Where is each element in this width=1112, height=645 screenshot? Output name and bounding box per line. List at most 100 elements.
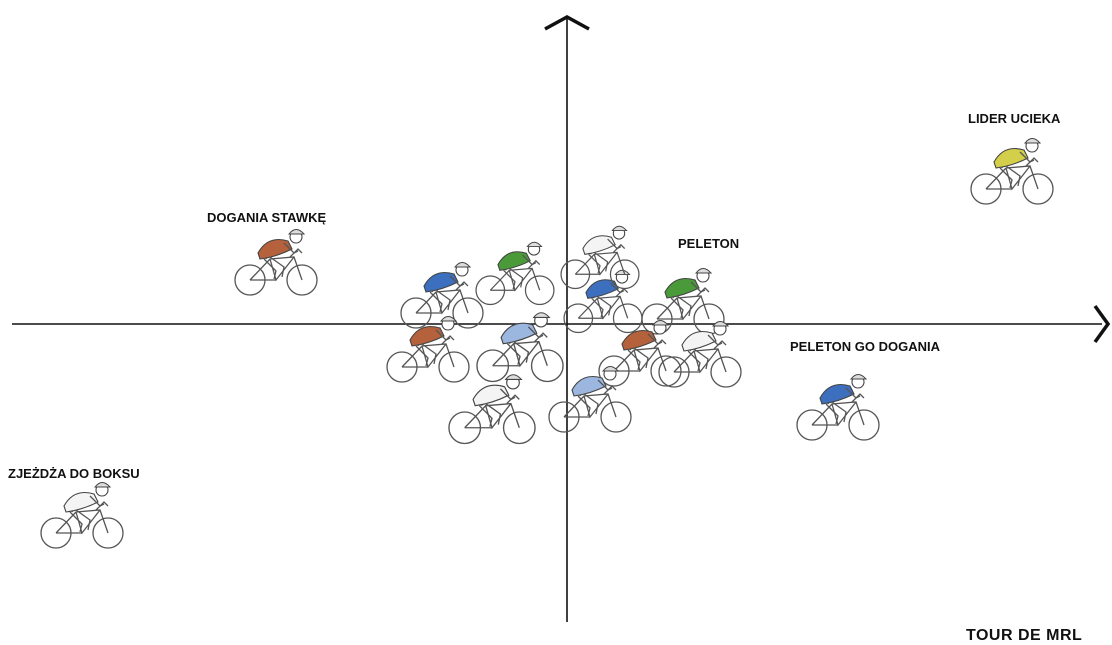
jersey bbox=[472, 384, 510, 407]
arm bbox=[845, 387, 861, 399]
front-wheel bbox=[650, 355, 682, 387]
jersey bbox=[500, 322, 538, 345]
label-pit: ZJEŻDŻA DO BOKSU bbox=[8, 466, 140, 481]
helmet bbox=[849, 374, 868, 380]
bike-frame bbox=[464, 402, 520, 430]
front-wheel bbox=[710, 356, 742, 388]
legs bbox=[825, 401, 847, 425]
front-wheel bbox=[1022, 173, 1054, 205]
cyclist-icon bbox=[448, 374, 536, 445]
jersey bbox=[257, 238, 293, 260]
legs bbox=[670, 295, 692, 319]
helmet bbox=[287, 229, 306, 235]
arm bbox=[89, 495, 105, 507]
cyclist-icon bbox=[548, 366, 632, 433]
bike-frame bbox=[574, 251, 626, 276]
legs bbox=[415, 343, 437, 367]
jersey bbox=[63, 491, 99, 513]
jersey bbox=[497, 251, 531, 271]
jersey bbox=[621, 329, 657, 351]
helmet bbox=[504, 374, 523, 380]
arm bbox=[527, 326, 544, 339]
front-wheel bbox=[286, 264, 318, 296]
arm bbox=[707, 334, 723, 346]
legs bbox=[429, 289, 451, 313]
legs bbox=[69, 509, 91, 533]
bike-frame bbox=[673, 348, 727, 374]
arm bbox=[499, 388, 516, 401]
bike-frame bbox=[656, 295, 710, 321]
helmet bbox=[601, 366, 620, 372]
bike-frame bbox=[249, 256, 303, 282]
jersey bbox=[681, 330, 717, 352]
bike-frame bbox=[415, 289, 469, 315]
bike-frame bbox=[55, 509, 109, 535]
cyclist-icon bbox=[400, 262, 484, 329]
jersey bbox=[664, 277, 700, 299]
cyclists-layer bbox=[40, 138, 1054, 549]
cyclist-icon bbox=[560, 225, 640, 290]
arm bbox=[690, 281, 706, 293]
legs bbox=[577, 393, 599, 417]
helmet bbox=[611, 225, 628, 232]
legs bbox=[263, 256, 285, 280]
arm bbox=[283, 242, 299, 254]
bike-frame bbox=[811, 401, 865, 427]
y-axis-arrow-icon bbox=[544, 15, 590, 31]
brand-label: TOUR DE MRL bbox=[966, 627, 1083, 644]
legs bbox=[627, 347, 649, 371]
front-wheel bbox=[452, 297, 484, 329]
arm bbox=[647, 333, 663, 345]
front-wheel bbox=[848, 409, 880, 441]
bike-frame bbox=[563, 393, 617, 419]
front-wheel bbox=[609, 259, 640, 290]
cyclist-icon bbox=[234, 229, 318, 296]
jersey bbox=[819, 383, 855, 405]
cyclist-icon bbox=[970, 138, 1054, 205]
cyclist-icon bbox=[563, 269, 643, 334]
label-leader: LIDER UCIEKA bbox=[968, 111, 1061, 126]
front-wheel bbox=[530, 349, 564, 383]
front-wheel bbox=[438, 351, 470, 383]
front-wheel bbox=[612, 303, 643, 334]
legs bbox=[503, 267, 524, 290]
bike-frame bbox=[401, 343, 455, 369]
jersey bbox=[582, 235, 616, 255]
helmet bbox=[526, 241, 543, 248]
bike-frame bbox=[577, 295, 629, 320]
front-wheel bbox=[524, 275, 555, 306]
helmet bbox=[532, 312, 551, 318]
jersey bbox=[993, 147, 1029, 169]
bike-frame bbox=[985, 165, 1039, 191]
helmet bbox=[453, 262, 472, 268]
bike-frame bbox=[492, 340, 548, 368]
cyclist-icon bbox=[796, 374, 880, 441]
front-wheel bbox=[92, 517, 124, 549]
jersey bbox=[409, 325, 445, 347]
bike-frame bbox=[489, 267, 541, 292]
jersey bbox=[571, 375, 607, 397]
helmet bbox=[694, 268, 713, 274]
helmet bbox=[711, 321, 730, 327]
cyclist-icon bbox=[658, 321, 742, 388]
jersey bbox=[423, 271, 459, 293]
cyclist-icon bbox=[40, 482, 124, 549]
arm bbox=[607, 238, 622, 250]
arm bbox=[522, 254, 537, 266]
front-wheel bbox=[600, 401, 632, 433]
legs bbox=[687, 348, 709, 372]
helmet bbox=[614, 269, 631, 276]
front-wheel bbox=[502, 411, 536, 445]
legs bbox=[591, 295, 612, 318]
legs bbox=[999, 165, 1021, 189]
label-peloton-catching: PELETON GO DOGANIA bbox=[790, 339, 940, 354]
arm bbox=[435, 329, 451, 341]
cyclist-icon bbox=[598, 320, 682, 387]
x-axis-arrow-icon bbox=[1093, 304, 1111, 344]
helmet bbox=[651, 320, 670, 326]
arm bbox=[449, 275, 465, 287]
cyclist-icon bbox=[476, 312, 564, 383]
cyclist-icon bbox=[386, 316, 470, 383]
helmet bbox=[93, 482, 112, 488]
